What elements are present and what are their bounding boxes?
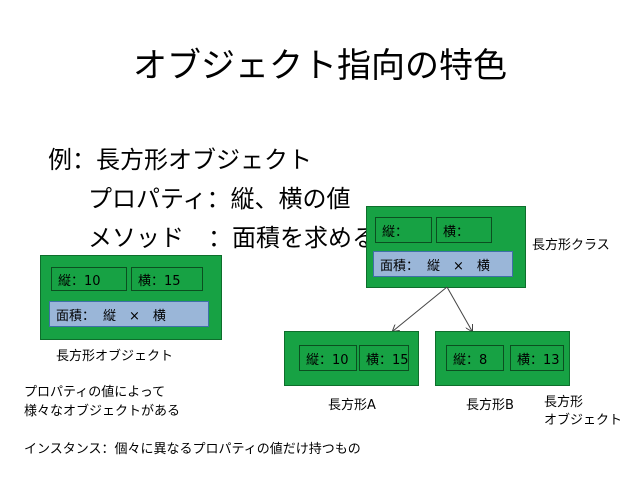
class-caption: 長方形クラス [532, 238, 610, 253]
method-line: メソッド ：面積を求める [88, 224, 376, 252]
object-a-caption: 長方形A [328, 398, 376, 413]
object-b-box: 縦：8 横：13 [435, 331, 570, 386]
left-object-area-bar: 面積： 縦 × 横 [49, 301, 209, 327]
object-b-height-cell: 縦：8 [446, 345, 504, 371]
note-line2: 様々なオブジェクトがある [24, 404, 181, 419]
area-label: 面積： [56, 308, 96, 324]
left-object-width-cell: 横：15 [131, 267, 203, 291]
object-a-height-cell: 縦：10 [299, 345, 357, 371]
class-box: 縦： 横： 面積： 縦 × 横 [366, 206, 526, 288]
note-line1: プロパティの値によって [24, 385, 166, 400]
object-a-width-cell: 横：15 [359, 345, 409, 371]
left-object-height-cell: 縦：10 [51, 267, 127, 291]
left-object-caption: 長方形オブジェクト [56, 349, 174, 364]
example-heading: 例：長方形オブジェクト [48, 146, 312, 174]
area-formula: 縦 × 横 [103, 308, 166, 324]
arrow-to-object-b [446, 286, 472, 331]
slide-title: オブジェクト指向の特色 [133, 46, 507, 86]
object-a-box: 縦：10 横：15 [284, 331, 419, 386]
property-line: プロパティ：縦、横の値 [88, 185, 351, 213]
instance-line: インスタンス：個々に異なるプロパティの値だけ持つもの [24, 442, 361, 457]
area-formula: 縦 × 横 [427, 258, 490, 274]
area-label: 面積： [380, 258, 420, 274]
object-b-caption: 長方形B [466, 398, 514, 413]
class-area-bar: 面積： 縦 × 横 [373, 251, 513, 277]
class-width-cell: 横： [436, 217, 492, 243]
arrow-to-object-a [393, 286, 448, 331]
object-b-width-cell: 横：13 [510, 345, 564, 371]
objects-caption-line2: オブジェクト [544, 413, 623, 428]
objects-caption-line1: 長方形 [544, 395, 584, 410]
left-object-box: 縦：10 横：15 面積： 縦 × 横 [40, 255, 222, 340]
class-height-cell: 縦： [375, 217, 432, 243]
